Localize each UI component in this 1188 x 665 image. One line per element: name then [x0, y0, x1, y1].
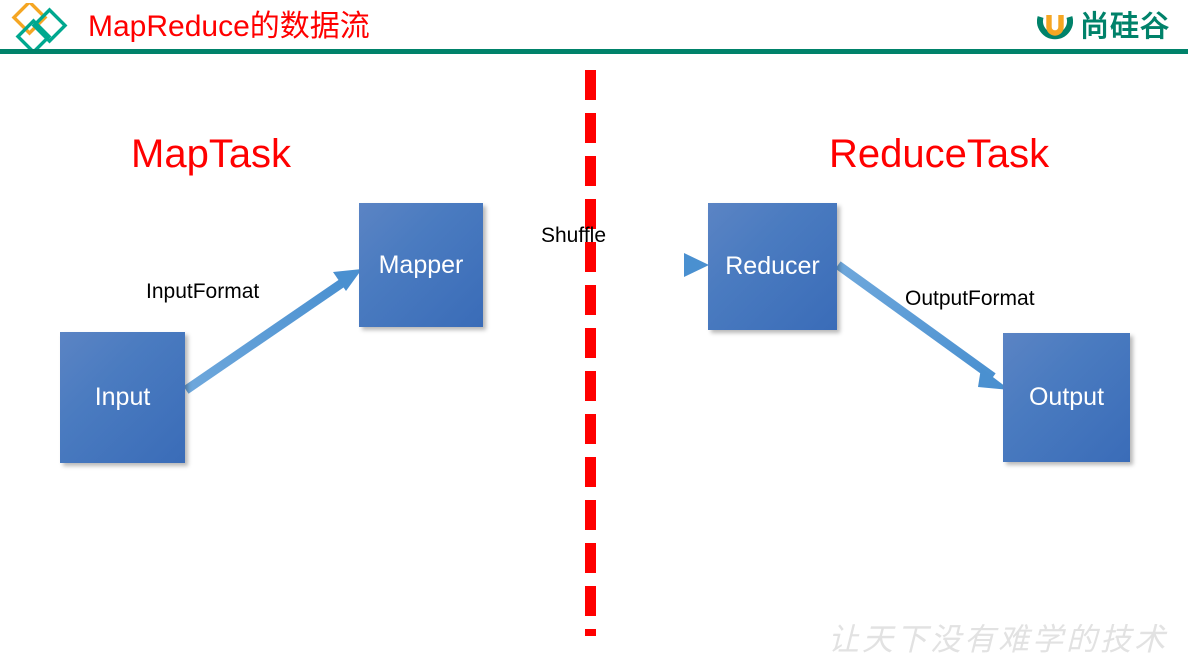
- heading-reducetask: ReduceTask: [829, 132, 1050, 176]
- node-output[interactable]: Output: [1003, 333, 1130, 462]
- diagram-canvas: MapTask ReduceTask: [0, 56, 1188, 665]
- diamonds-logo: [8, 0, 80, 55]
- edge-label-shuffle: Shuffle: [541, 224, 606, 247]
- slide-header: MapReduce的数据流 尚硅谷: [0, 0, 1188, 56]
- brand-shangguigu: 尚硅谷: [1037, 5, 1170, 47]
- page-title: MapReduce的数据流: [88, 10, 370, 43]
- brand-name-text: 尚硅谷: [1079, 9, 1170, 43]
- header-divider-rule: [0, 49, 1188, 54]
- arrow-mapper-to-reducer: [483, 253, 709, 277]
- node-mapper[interactable]: Mapper: [359, 203, 483, 327]
- node-reducer[interactable]: Reducer: [708, 203, 837, 330]
- edge-label-inputformat: InputFormat: [146, 280, 260, 303]
- edge-label-outputformat: OutputFormat: [905, 287, 1035, 310]
- maptask-reducetask-divider: [585, 70, 596, 636]
- arrow-reducer-to-output: [835, 261, 1010, 390]
- watermark-text: 让天下没有难学的技术: [828, 622, 1168, 658]
- node-input[interactable]: Input: [60, 332, 185, 463]
- heading-maptask: MapTask: [131, 132, 292, 176]
- shang-gui-gu-u-logo-icon: [1037, 8, 1073, 44]
